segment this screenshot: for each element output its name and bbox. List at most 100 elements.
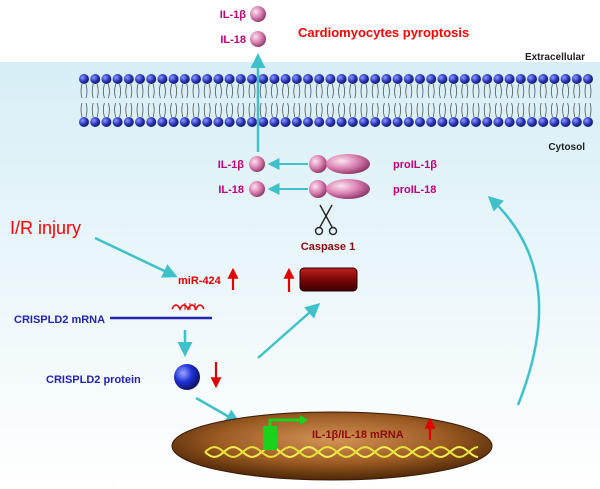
lipid-tail xyxy=(495,83,502,99)
lipid-tail xyxy=(461,102,469,118)
extracellular-label: Extracellular xyxy=(525,52,585,63)
lipid-head xyxy=(258,74,269,84)
lipid-head xyxy=(459,74,470,84)
lipid-head xyxy=(571,74,582,84)
lipid-head xyxy=(415,74,425,84)
lipid-head xyxy=(459,117,470,127)
promoter-block xyxy=(263,426,277,450)
lipid-tail xyxy=(573,83,581,99)
nucleus xyxy=(171,411,493,481)
lipid-tail xyxy=(293,102,301,118)
lipid-tail xyxy=(349,83,357,99)
lipid-head xyxy=(247,74,257,84)
lipid-tail xyxy=(551,102,558,118)
lipid-head xyxy=(135,117,145,127)
lipid-head xyxy=(493,74,504,84)
lipid-head xyxy=(202,74,213,84)
lipid-tail xyxy=(271,102,278,118)
lipid-tail xyxy=(573,102,581,118)
lipid-head xyxy=(202,117,213,127)
lipid-head xyxy=(336,74,347,84)
lipid-tail xyxy=(584,83,592,99)
lipid-tail xyxy=(125,102,133,118)
lipid-tail xyxy=(562,83,569,99)
lipid-tail xyxy=(360,83,368,99)
lipid-head xyxy=(325,74,336,84)
lipid-head xyxy=(403,117,414,127)
lipid-head xyxy=(291,74,302,84)
lipid-tail xyxy=(528,83,536,99)
lipid-head xyxy=(314,117,325,127)
secreted-il18-ball xyxy=(250,31,266,47)
lipid-tail xyxy=(103,102,110,118)
lipid-head xyxy=(583,74,593,84)
pro-il1b-label: proIL-1β xyxy=(393,159,437,171)
caspase-box xyxy=(299,267,358,292)
lipid-head xyxy=(370,117,381,127)
lipid-head xyxy=(101,117,112,127)
dna-strand-a xyxy=(204,445,479,459)
lipid-head xyxy=(179,74,190,84)
lipid-head xyxy=(291,117,302,127)
secreted-il1b-ball xyxy=(250,6,266,22)
lipid-head xyxy=(549,74,560,84)
lipid-tail xyxy=(517,102,525,118)
lipid-head xyxy=(258,117,269,127)
lipid-head xyxy=(437,117,448,127)
lipid-head xyxy=(123,74,134,84)
lipid-head xyxy=(560,117,571,127)
lipid-head xyxy=(269,74,280,84)
feedback-arrow xyxy=(487,195,541,406)
lipid-head xyxy=(79,117,89,127)
lipid-head xyxy=(146,117,157,127)
lipid-tail xyxy=(315,102,323,118)
lipid-tail xyxy=(114,83,121,99)
lipid-tail xyxy=(483,102,491,118)
lipid-head xyxy=(527,117,537,127)
lipid-head xyxy=(571,117,582,127)
lipid-head xyxy=(448,117,459,127)
lipid-tail xyxy=(562,102,569,118)
lipid-head xyxy=(101,74,112,84)
protein-nucleus-arrow xyxy=(195,396,241,424)
lipid-head xyxy=(336,117,347,127)
lipid-tail xyxy=(91,102,99,118)
lipid-tail xyxy=(461,83,469,99)
lipid-head xyxy=(437,74,448,84)
lipid-head xyxy=(504,117,515,127)
lipid-tail xyxy=(147,83,155,99)
lipid-tail xyxy=(383,102,390,118)
lipid-tail xyxy=(304,102,312,118)
lipid-head xyxy=(90,74,101,84)
lipid-head xyxy=(157,74,168,84)
lipid-tail xyxy=(282,83,289,99)
lipid-head xyxy=(347,74,358,84)
lipid-head xyxy=(112,74,123,84)
lipid-head xyxy=(549,117,560,127)
lipid-tail xyxy=(394,83,401,99)
lipid-head xyxy=(504,74,515,84)
lipid-tail xyxy=(237,83,245,99)
lipid-head xyxy=(381,117,392,127)
lipid-head xyxy=(247,117,257,127)
lipid-tail xyxy=(427,102,435,118)
pro-il18-label: proIL-18 xyxy=(393,184,436,196)
lipid-head xyxy=(482,117,493,127)
lipid-head xyxy=(482,74,493,84)
lipid-head xyxy=(392,117,403,127)
lipid-tail xyxy=(91,83,99,99)
caspase-label: Caspase 1 xyxy=(301,241,355,253)
lipid-tail xyxy=(371,83,379,99)
dna-strand-b xyxy=(204,445,479,459)
lipid-head xyxy=(224,74,235,84)
lipid-head xyxy=(370,74,381,84)
lipid-tail xyxy=(248,102,256,118)
lipid-tail xyxy=(327,102,334,118)
lipid-tail xyxy=(539,83,547,99)
lipid-tail xyxy=(338,83,345,99)
secreted-il1b-label: IL-1β xyxy=(220,9,247,21)
lipid-tail xyxy=(450,102,457,118)
lipid-tail xyxy=(506,83,513,99)
